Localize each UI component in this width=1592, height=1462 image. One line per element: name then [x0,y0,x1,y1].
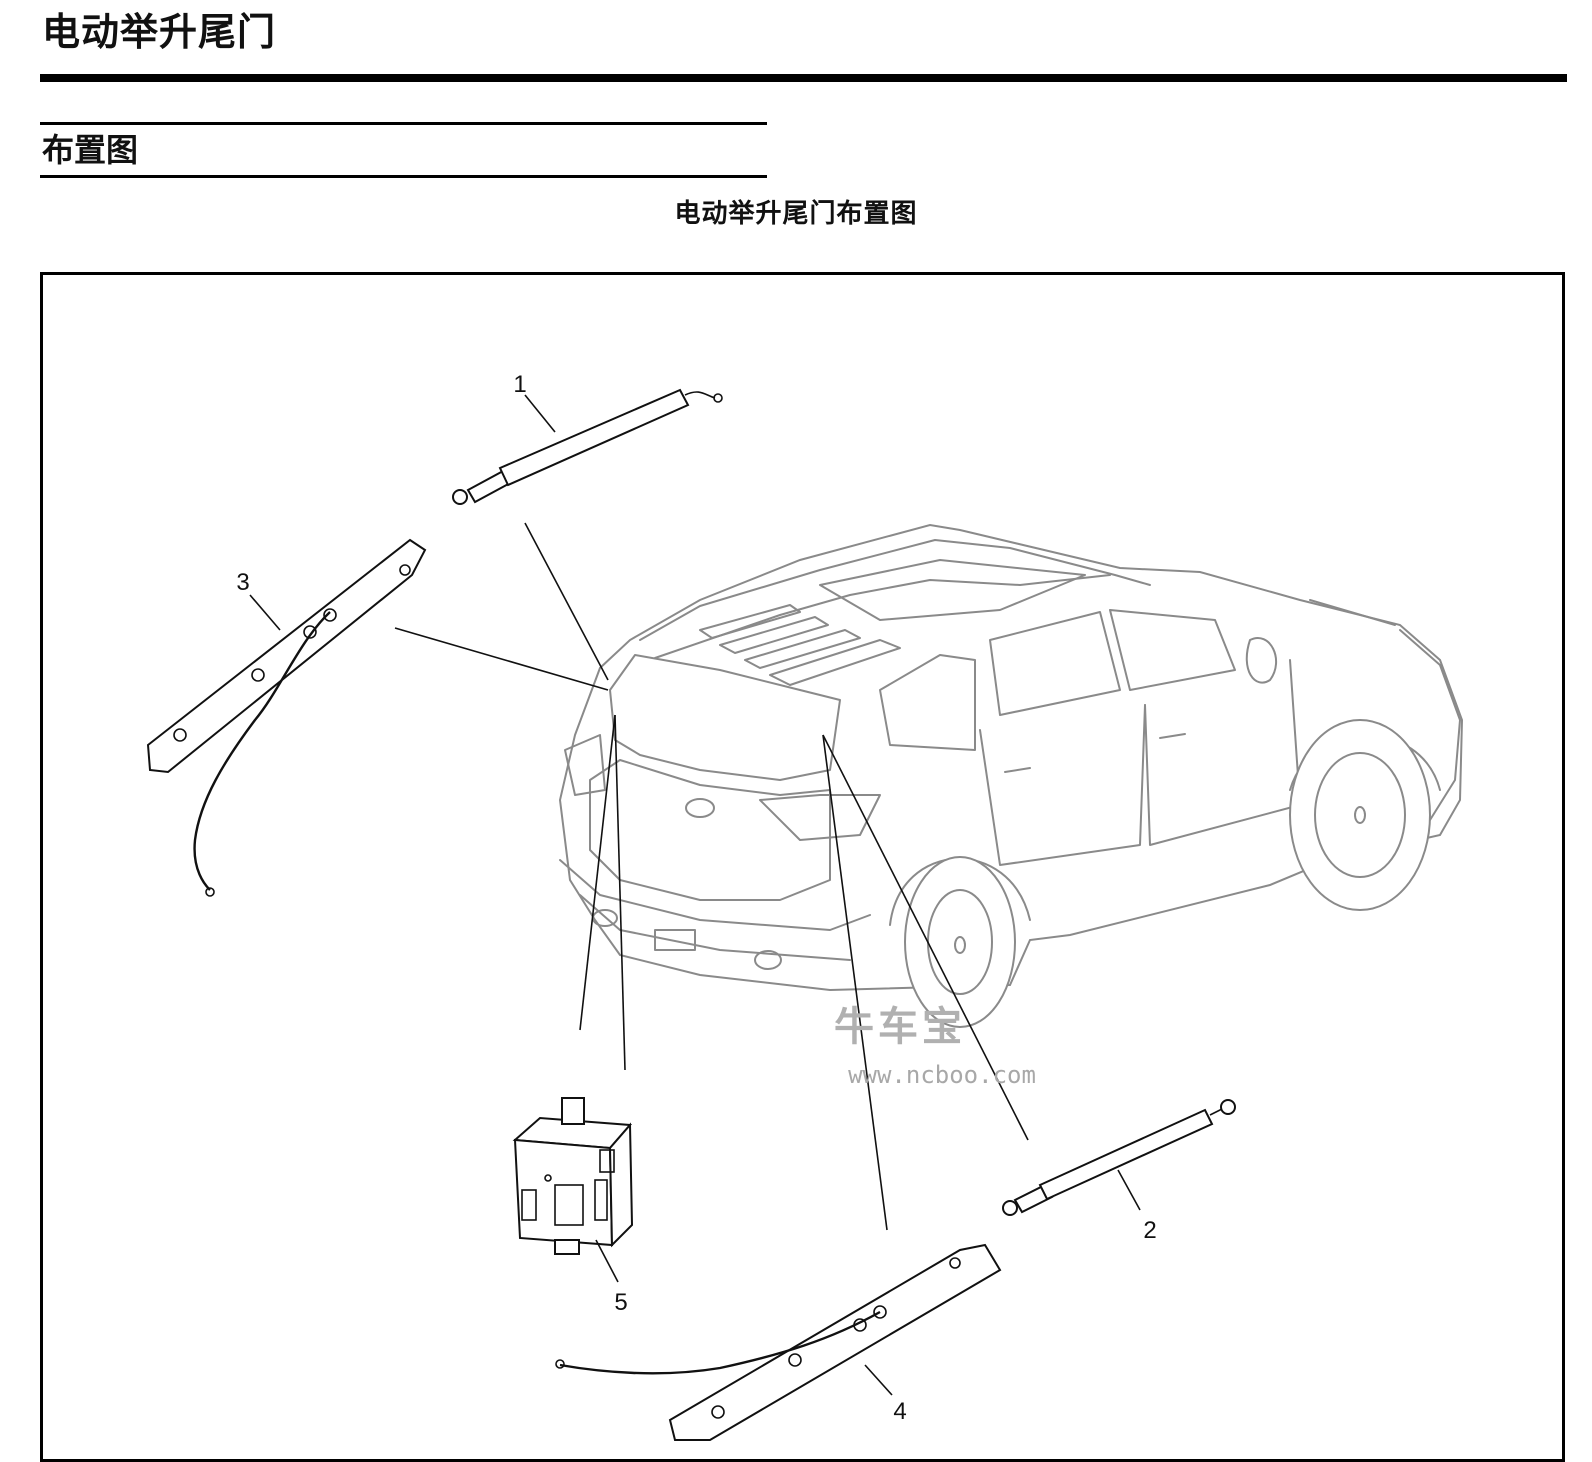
page-title: 电动举升尾门 [42,10,277,54]
callout-4: 4 [893,1398,906,1425]
section-title: 布置图 [42,131,139,169]
title-divider [40,74,1567,82]
part-1-strut [452,388,723,505]
callout-3: 3 [236,569,249,596]
part-3-pinch-strip [146,538,427,897]
part-4-pinch-strip [555,1243,1002,1441]
section-divider-top [40,122,767,125]
part-2-strut [1002,1099,1236,1216]
part-5-control-module [512,1097,634,1283]
watermark-brand: 牛车宝 [834,1004,966,1050]
vehicle-illustration [558,523,1464,1028]
callout-1: 1 [513,371,526,398]
leader-lines [394,522,1029,1231]
figure-caption: 电动举升尾门布置图 [674,199,918,229]
callout-2: 2 [1143,1217,1156,1244]
section-divider-bottom [40,175,767,178]
callout-5: 5 [614,1289,627,1316]
watermark-url: www.ncboo.com [848,1061,1036,1089]
